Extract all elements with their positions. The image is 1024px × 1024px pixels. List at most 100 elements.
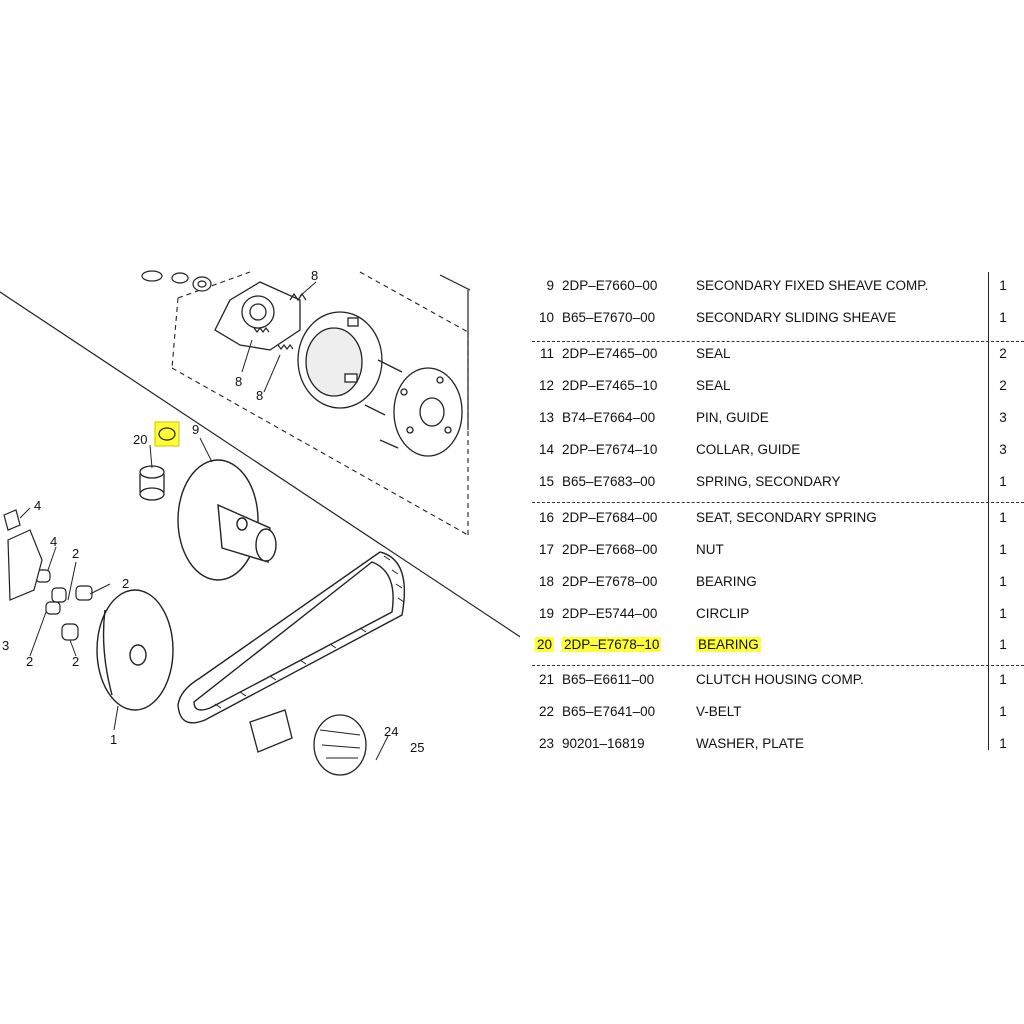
- part-number: 2DP–E7678–10: [562, 635, 662, 655]
- callout-8: 8: [235, 374, 242, 389]
- callout-25: 25: [410, 740, 424, 755]
- callout-24: 24: [384, 724, 398, 739]
- part-number: 2DP–E7465–00: [562, 346, 658, 361]
- callout-9: 9: [192, 422, 199, 437]
- parts-list-table: 9 2DP–E7660–00 SECONDARY FIXED SHEAVE COMP…: [520, 0, 1024, 1024]
- part-description: WASHER, PLATE: [696, 736, 805, 751]
- parts-row: 18 2DP–E7678–00 BEARING 1: [520, 572, 1024, 604]
- parts-row: 9 2DP–E7660–00 SECONDARY FIXED SHEAVE COMP…: [520, 276, 1024, 308]
- part-ref-number: 17: [538, 542, 554, 557]
- part-quantity: 2: [999, 346, 1007, 361]
- part-ref-number: 19: [538, 606, 554, 621]
- part-description: SECONDARY SLIDING SHEAVE: [696, 310, 897, 325]
- part-description: BEARING: [696, 635, 761, 655]
- clutch-shoe-assembly: [297, 311, 383, 409]
- part-quantity: 1: [999, 637, 1007, 652]
- secondary-fixed-sheave: [177, 459, 277, 581]
- callout-1: 1: [110, 732, 117, 747]
- callout-20: 20: [133, 432, 147, 447]
- part-ref-number: 20: [526, 635, 554, 655]
- part-ref-number: 16: [538, 510, 554, 525]
- part-quantity: 1: [999, 542, 1007, 557]
- part-number: 2DP–E7660–00: [562, 278, 658, 293]
- part-ref-number: 22: [538, 704, 554, 719]
- part-description: SEAT, SECONDARY SPRING: [696, 510, 877, 525]
- part-description: PIN, GUIDE: [696, 410, 769, 425]
- part-ref-number: 9: [546, 278, 554, 293]
- part-ref-number: 23: [538, 736, 554, 751]
- part-description: V-BELT: [696, 704, 742, 719]
- part-quantity: 1: [999, 704, 1007, 719]
- primary-sheave: [96, 589, 174, 711]
- parts-row: 22 B65–E7641–00 V-BELT 1: [520, 702, 1024, 734]
- part-number: B65–E6611–00: [562, 672, 655, 687]
- part-description: SEAL: [696, 378, 731, 393]
- part-ref-number: 12: [538, 378, 554, 393]
- part-ref-number: 10: [538, 310, 554, 325]
- clutch-group-box: [171, 271, 469, 536]
- part-number: B65–E7641–00: [562, 704, 656, 719]
- part-ref-number: 13: [538, 410, 554, 425]
- parts-row: 21 B65–E6611–00 CLUTCH HOUSING COMP. 1: [520, 670, 1024, 702]
- part-number: 2DP–E7465–10: [562, 378, 658, 393]
- parts-row: 20 2DP–E7678–10 BEARING 1: [520, 635, 1024, 667]
- part-description: SEAL: [696, 346, 731, 361]
- part-number: 2DP–E7674–10: [562, 442, 658, 457]
- parts-row: 11 2DP–E7465–00 SEAL 2: [520, 344, 1024, 376]
- callout-2: 2: [72, 546, 79, 561]
- bearing-part-20: [139, 465, 165, 501]
- part-number: 2DP–E7678–00: [562, 574, 658, 589]
- parts-row: 16 2DP–E7684–00 SEAT, SECONDARY SPRING 1: [520, 508, 1024, 540]
- part-quantity: 1: [999, 574, 1007, 589]
- callout-2: 2: [122, 576, 129, 591]
- parts-row: 13 B74–E7664–00 PIN, GUIDE 3: [520, 408, 1024, 440]
- part-description: SECONDARY FIXED SHEAVE COMP.: [696, 278, 929, 293]
- part-quantity: 1: [999, 510, 1007, 525]
- callout-2: 2: [26, 654, 33, 669]
- part-number: B65–E7683–00: [562, 474, 656, 489]
- part-quantity: 1: [999, 474, 1007, 489]
- leader-lines: [19, 281, 389, 761]
- part-description: CLUTCH HOUSING COMP.: [696, 672, 864, 687]
- roller-weights: [3, 509, 93, 641]
- part-description: NUT: [696, 542, 724, 557]
- part-quantity: 1: [999, 278, 1007, 293]
- part-ref-number: 11: [539, 346, 554, 361]
- qty-column-divider: [988, 272, 989, 750]
- highlight-marker-part-20: [154, 421, 180, 447]
- exploded-parts-diagram: 20 9 8 8 8 4 4 2 2 2 2 3 1 24 25: [0, 268, 520, 776]
- part-ref-number: 14: [538, 442, 554, 457]
- part-quantity: 3: [999, 410, 1007, 425]
- parts-row: 17 2DP–E7668–00 NUT 1: [520, 540, 1024, 572]
- part-description: BEARING: [696, 574, 757, 589]
- collar-and-primary-fan: [249, 709, 367, 776]
- part-number: 2DP–E7684–00: [562, 510, 658, 525]
- part-ref-number: 18: [538, 574, 554, 589]
- part-number: B74–E7664–00: [562, 410, 656, 425]
- callout-4: 4: [50, 534, 57, 549]
- part-quantity: 1: [999, 672, 1007, 687]
- group-separator: [532, 502, 1024, 503]
- clutch-springs: [253, 292, 307, 350]
- part-number: 2DP–E7668–00: [562, 542, 658, 557]
- part-quantity: 1: [999, 736, 1007, 751]
- part-ref-number: 15: [538, 474, 554, 489]
- callout-8: 8: [311, 268, 318, 283]
- part-ref-number: 21: [538, 672, 554, 687]
- part-number: 2DP–E5744–00: [562, 606, 658, 621]
- highlight-mark: 20: [534, 637, 554, 652]
- callout-3: 3: [2, 638, 9, 653]
- group-separator: [532, 341, 1024, 342]
- callout-4: 4: [34, 498, 41, 513]
- part-quantity: 1: [999, 606, 1007, 621]
- part-number: B65–E7670–00: [562, 310, 656, 325]
- part-description: COLLAR, GUIDE: [696, 442, 801, 457]
- group-separator: [532, 665, 1024, 666]
- callout-8: 8: [256, 388, 263, 403]
- callout-2: 2: [72, 654, 79, 669]
